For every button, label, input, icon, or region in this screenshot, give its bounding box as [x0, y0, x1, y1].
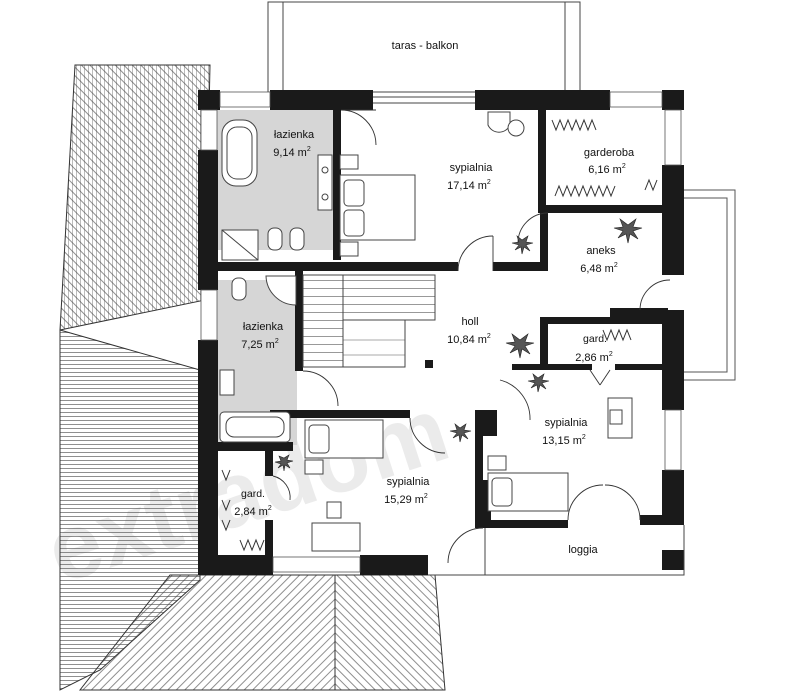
loggia-label: loggia: [568, 544, 598, 556]
bath1-fixtures: [221, 119, 333, 261]
svg-text:aneks: aneks: [586, 245, 616, 257]
terrace: taras - balkon: [267, 1, 581, 93]
room-wardrobe1-label: garderoba 6,16 m2: [584, 147, 635, 176]
svg-text:łazienka: łazienka: [274, 129, 315, 141]
svg-text:13,15 m2: 13,15 m2: [542, 434, 586, 447]
svg-text:gard.: gard.: [583, 333, 607, 345]
svg-text:2,84 m2: 2,84 m2: [234, 505, 272, 518]
svg-text:holl: holl: [461, 316, 478, 328]
room-labels: łazienka 9,14 m2 sypialnia 17,14 m2 gard…: [234, 129, 635, 556]
svg-text:6,16 m2: 6,16 m2: [588, 163, 626, 176]
walls: [198, 90, 684, 575]
bath2-fixtures: [219, 275, 297, 443]
room-bed2-label: sypialnia 13,15 m2: [542, 417, 588, 447]
furniture: [304, 111, 633, 552]
terrace-door: [373, 96, 475, 104]
windows: [200, 91, 682, 573]
room-bath2-label: łazienka 7,25 m2: [241, 321, 284, 351]
room-wardrobe3-label: gard. 2,84 m2: [234, 488, 272, 518]
svg-text:sypialnia: sypialnia: [450, 162, 494, 174]
svg-text:17,14 m2: 17,14 m2: [447, 179, 491, 192]
svg-text:2,86 m2: 2,86 m2: [575, 351, 613, 364]
svg-text:gard.: gard.: [241, 488, 265, 500]
loggia: [428, 525, 685, 576]
svg-text:6,48 m2: 6,48 m2: [580, 262, 618, 275]
svg-text:7,25 m2: 7,25 m2: [241, 338, 279, 351]
roof: [59, 64, 446, 691]
svg-text:10,84 m2: 10,84 m2: [447, 333, 491, 346]
room-wardrobe2-label: gard. 2,86 m2: [575, 333, 613, 364]
wardrobe-hangers: [221, 118, 658, 552]
svg-text:15,29 m2: 15,29 m2: [384, 493, 428, 506]
room-bed1-label: sypialnia 17,14 m2: [447, 162, 493, 192]
svg-text:sypialnia: sypialnia: [387, 476, 431, 488]
room-bed3-label: sypialnia 15,29 m2: [384, 476, 430, 506]
room-bath1-label: łazienka 9,14 m2: [273, 129, 315, 159]
staircase: [302, 274, 436, 368]
svg-text:łazienka: łazienka: [243, 321, 284, 333]
svg-text:sypialnia: sypialnia: [545, 417, 589, 429]
room-hall-label: holl 10,84 m2: [447, 316, 491, 346]
svg-text:9,14 m2: 9,14 m2: [273, 146, 311, 159]
svg-text:garderoba: garderoba: [584, 147, 635, 159]
bay-window: [682, 189, 736, 381]
terrace-label: taras - balkon: [392, 40, 459, 52]
room-annex-label: aneks 6,48 m2: [580, 245, 618, 275]
plants: [274, 218, 643, 472]
